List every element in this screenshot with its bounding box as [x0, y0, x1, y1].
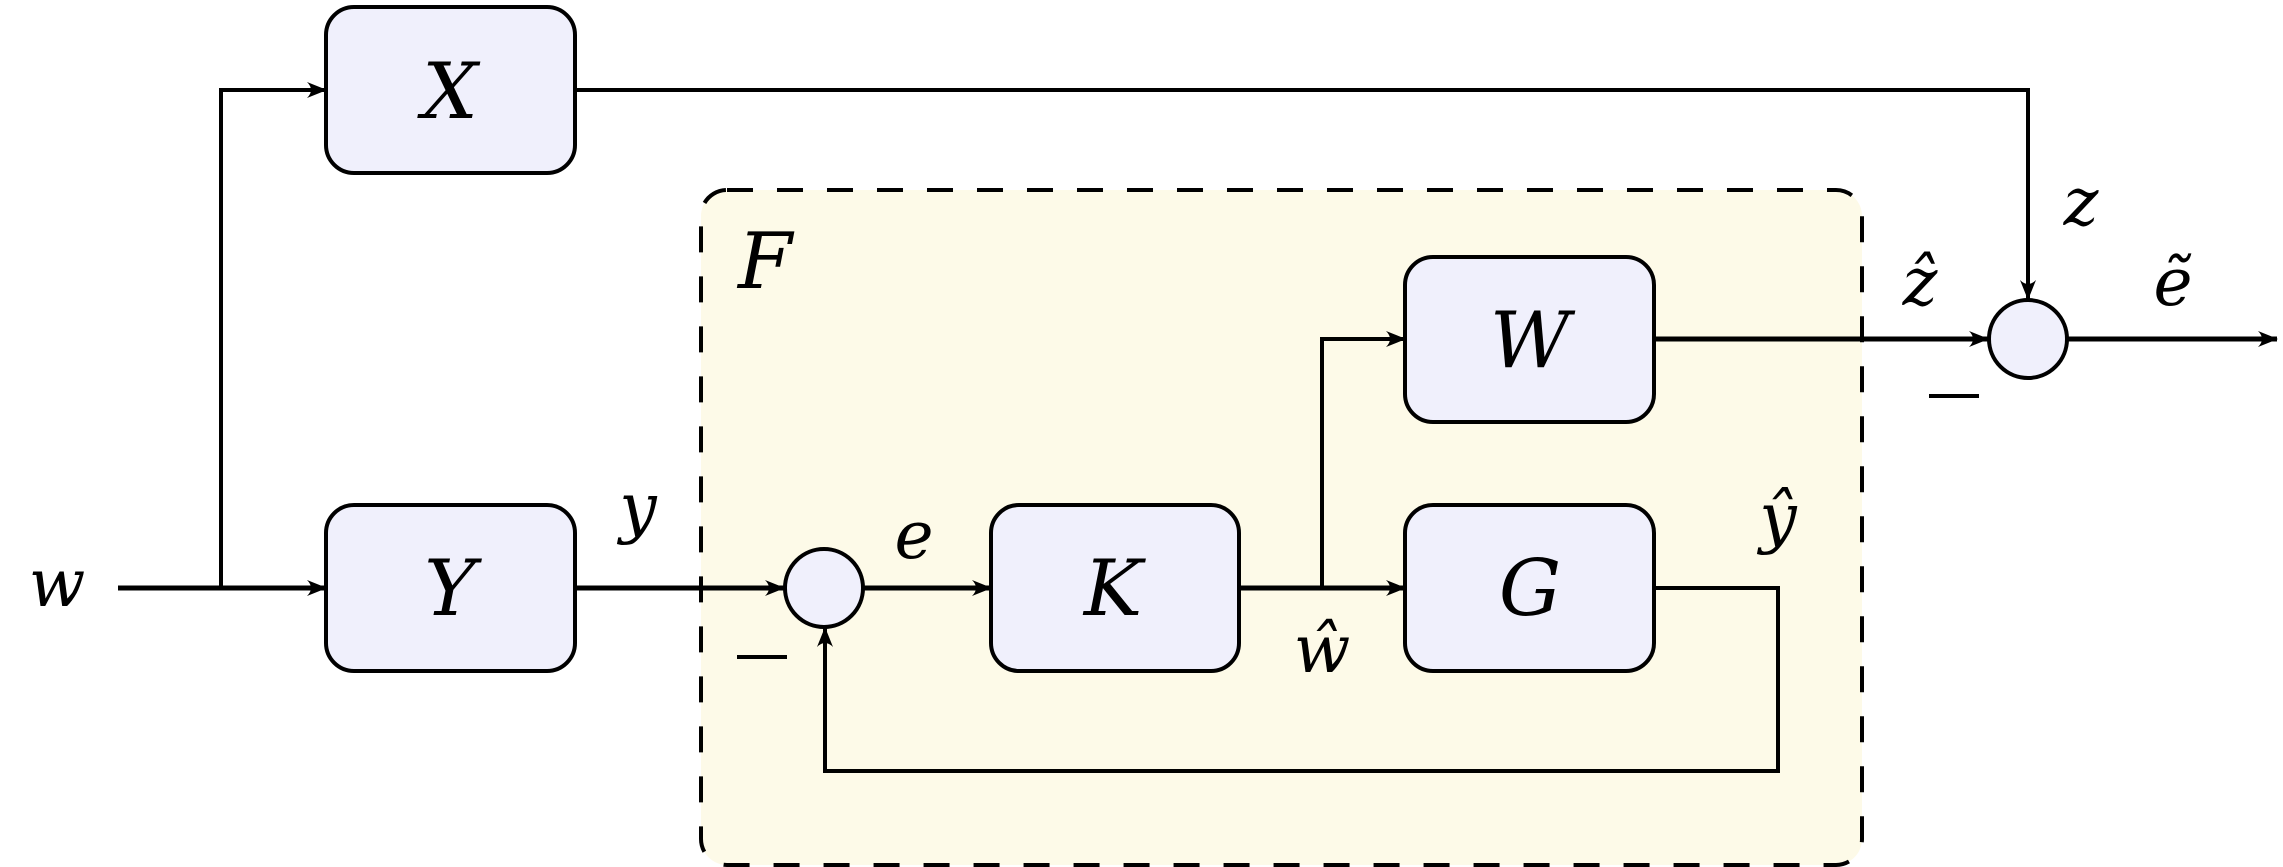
- wire-g-feedback: [817, 586, 1780, 773]
- block-w-label: W: [1490, 296, 1576, 386]
- block-k-box: [989, 503, 1241, 673]
- group-f-label: F: [736, 217, 795, 307]
- block-k: K: [989, 503, 1241, 673]
- block-g-label: G: [1499, 544, 1561, 634]
- block-w-box: [1403, 255, 1656, 424]
- summing-junction-1: [783, 547, 865, 629]
- block-g-box: [1403, 503, 1656, 673]
- wire-x-to-sum2: [575, 88, 2036, 300]
- block-x: X: [324, 5, 577, 175]
- block-k-label: K: [1082, 544, 1147, 634]
- group-f-region: [699, 188, 1864, 867]
- wires: [118, 82, 2278, 773]
- signal-label-y-hat: ŷ: [1756, 479, 1797, 556]
- block-y: Y: [324, 503, 577, 673]
- signal-label-e: e: [894, 497, 933, 574]
- signal-label-z: z: [2063, 164, 2100, 241]
- wire-w-to-x: [219, 82, 327, 588]
- block-y-box: [324, 503, 577, 673]
- signal-label-e-tilde: ẽ: [2153, 244, 2192, 321]
- wire-k-to-w: [1320, 331, 1406, 588]
- block-g: G: [1403, 503, 1656, 673]
- signal-label-y: y: [616, 469, 657, 546]
- block-y-label: Y: [424, 544, 482, 634]
- signal-label-w-hat: ŵ: [1294, 611, 1351, 688]
- summing-junction-2: [1987, 298, 2069, 380]
- block-x-box: [324, 5, 577, 175]
- block-w: W: [1403, 255, 1656, 424]
- signal-label-w: w: [29, 545, 86, 622]
- signal-label-z-hat: ẑ: [1902, 244, 1939, 321]
- block-x-label: X: [416, 47, 481, 137]
